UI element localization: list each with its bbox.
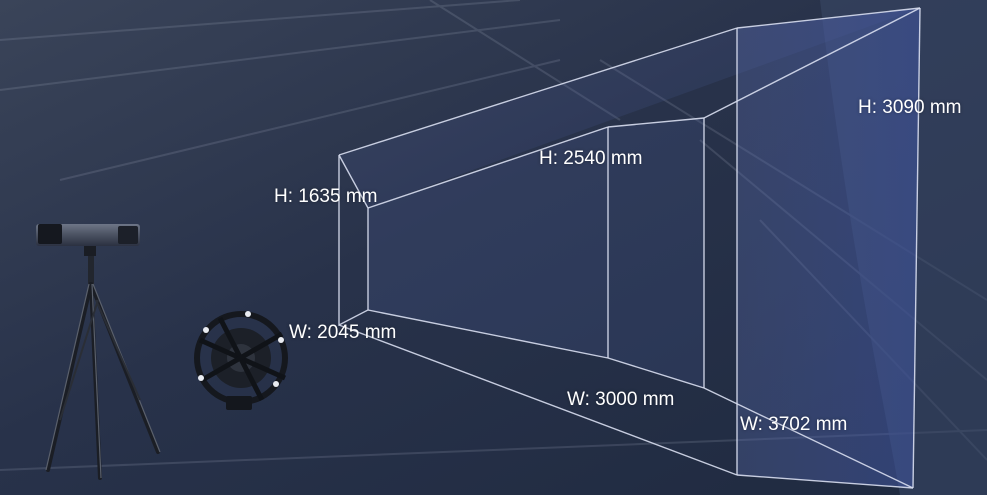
volume-face-inner [368,127,608,358]
width-label-far: W: 3702 mm [740,414,848,435]
edge-bottom-outer [338,324,738,476]
edge-far-top [736,7,921,29]
edge-far-bottom [736,474,914,489]
height-label-near: H: 1635 mm [274,186,378,207]
volume-face-far [737,8,920,488]
width-label-near: W: 2045 mm [289,322,397,343]
height-label-far: H: 3090 mm [858,97,962,118]
edge-bottom-diagonal [703,387,914,489]
edge-top-inner [367,126,609,209]
edge-mid-bottom [607,357,705,389]
volume-face-side [608,118,704,388]
width-label-mid: W: 3000 mm [567,389,675,410]
edge-mid-top [607,117,705,128]
edge-bottom-inner [367,309,609,359]
optical-probe-icon [194,311,288,410]
height-label-mid: H: 2540 mm [539,148,643,169]
tripod-scanner-icon [36,224,161,480]
edge-top-outer [338,27,738,156]
edge-far-right [912,7,921,489]
edge-mid-diagonal [703,7,921,119]
measuring-volume [338,7,921,489]
